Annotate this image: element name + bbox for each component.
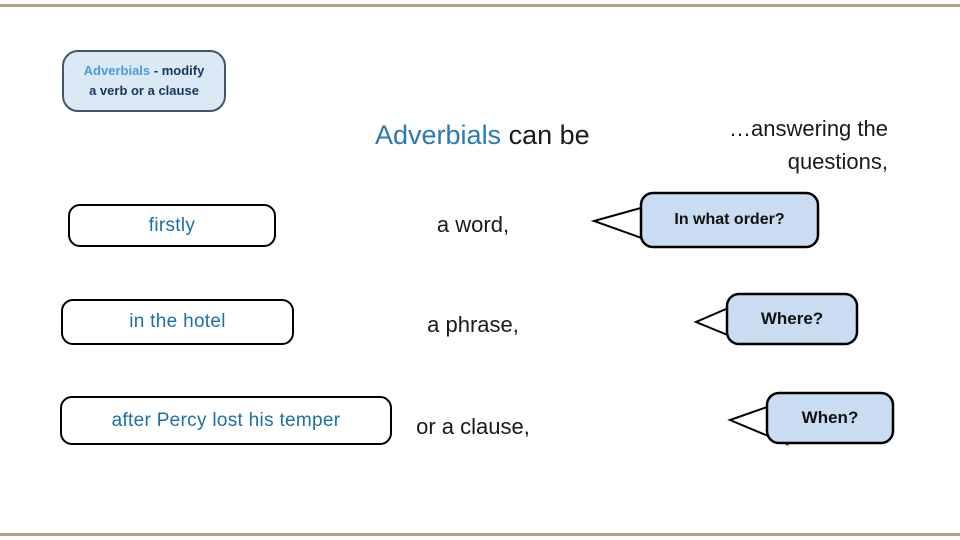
- callout-label: When?: [801, 408, 859, 427]
- example-box-after-percy: after Percy lost his temper: [60, 396, 392, 445]
- speech-bubble-icon: [590, 191, 820, 249]
- callout-when: When?: [727, 388, 898, 450]
- speech-bubble-icon: [693, 292, 859, 346]
- definition-line1: Adverbials - modify: [84, 61, 205, 81]
- slide-title-term: Adverbials: [375, 120, 502, 150]
- form-a-phrase: a phrase,: [427, 312, 519, 337]
- bottom-border-rule: [0, 533, 960, 536]
- callout-label: Where?: [760, 309, 824, 328]
- slide-title: Adverbials can be: [375, 120, 590, 151]
- example-box-in-the-hotel: in the hotel: [61, 299, 294, 345]
- top-border-rule: [0, 4, 960, 7]
- example-label: in the hotel: [129, 311, 226, 332]
- definition-term: Adverbials: [83, 62, 151, 78]
- definition-line2: a verb or a clause: [89, 83, 199, 98]
- form-or-a-clause: or a clause,: [416, 414, 530, 439]
- definition-box: Adverbials - modify a verb or a clause: [62, 50, 226, 112]
- definition-rest: - modify: [150, 62, 205, 78]
- example-label: after Percy lost his temper: [111, 409, 341, 431]
- speech-bubble-icon: [727, 391, 895, 446]
- callout-in-what-order: In what order?: [590, 190, 822, 252]
- slide-title-rest: can be: [501, 120, 590, 150]
- answering-note: …answering the questions,: [729, 116, 888, 174]
- example-label: firstly: [148, 214, 196, 236]
- form-a-word: a word,: [436, 212, 510, 237]
- example-box-firstly: firstly: [68, 204, 276, 247]
- callout-label: In what order?: [674, 211, 785, 228]
- callout-where: Where?: [693, 291, 861, 349]
